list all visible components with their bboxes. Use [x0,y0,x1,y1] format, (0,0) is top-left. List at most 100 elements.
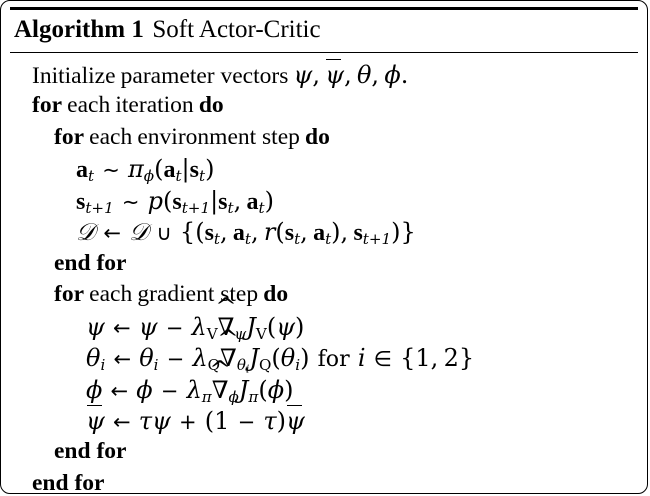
each-text: each [89,123,133,150]
keyword-for: for [54,281,85,307]
symbol-psi-bar: ψ [86,405,105,438]
vector-s: s [172,188,182,215]
paren-close: ) [331,218,341,246]
paren-close: ) [276,407,287,435]
symbol-comma: , [340,218,349,246]
symbol-i: i [357,344,366,372]
subscript-t-plus-1: t+1 [85,198,114,217]
algorithm-line-sample-action: at∼πϕ(at|st) [10,153,638,185]
operator-union: ∪ [156,221,172,245]
brace-close: } [400,218,416,246]
subscript-t: t [294,230,301,249]
algorithm-caption-rule [10,51,638,53]
symbol-comma: , [233,186,242,215]
paren-open: ( [154,155,164,183]
paren-open: ( [266,312,277,341]
operator-sim: ∼ [102,158,120,182]
algorithm-caption-label: Algorithm 1 [14,16,144,43]
symbol-psi-bar: ψ [286,405,305,438]
paren-close: ) [264,186,274,215]
subscript-t: t [227,198,234,217]
symbol-period: . [400,60,409,89]
algorithm-line-update-target-psi: ψ←τψ+(1−τ)ψ [10,405,638,436]
symbol-p: p [147,186,163,215]
subscript-t: t [213,230,220,249]
vector-a: a [313,220,326,246]
gradient-step-text: gradient step [137,281,259,307]
each-text: each [89,281,133,307]
subscript-t: t [175,167,182,186]
initialize-keyword: Initialize [32,62,116,89]
keyword-end-for: end for [32,469,105,494]
subscript-t: t [258,198,265,217]
symbol-theta: θ [356,60,372,89]
subscript-Q: Q [259,356,272,375]
symbol-J: J [238,375,249,404]
symbol-theta: θ [86,344,101,372]
symbol-cal-d: 𝒟 [76,218,96,246]
vector-a: a [246,188,259,215]
symbol-psi: ψ [152,407,171,435]
operator-leftarrow: ← [113,347,132,371]
subscript-i: i [295,356,301,375]
algorithm-caption-title: Soft Actor-Critic [152,16,321,43]
subscript-t-plus-1: t+1 [362,230,392,249]
vector-a: a [163,157,176,183]
symbol-theta: θ [280,344,296,372]
number-one: 1 [214,407,230,435]
paren-close: ) [391,218,401,246]
symbol-phi: ϕ [136,375,153,404]
subscript-pi: π [248,387,259,406]
keyword-do: do [198,92,224,118]
operator-sim: ∼ [121,189,140,214]
environment-step-text: environment step [137,123,300,150]
vector-s: s [189,157,199,183]
subscript-phi: ϕ [143,167,155,186]
vector-s: s [76,188,86,215]
number-two: 2 [443,344,459,372]
vector-s: s [353,220,363,246]
subscript-t: t [88,167,95,186]
symbol-comma: , [300,218,308,246]
subscript-theta-i: θi [236,356,250,376]
subscript-t: t [198,167,206,186]
operator-minus: − [237,410,256,434]
paren-open: ( [275,218,285,246]
paren-open: ( [163,186,173,215]
symbol-theta: θ [139,344,154,372]
brace-open: { [400,344,416,372]
subscript-V: V [255,324,267,343]
subscript-V: V [206,324,218,343]
operator-leftarrow: ← [110,378,129,403]
symbol-J: J [249,344,260,372]
brace-close: } [458,344,475,372]
symbol-psi: ψ [138,312,158,341]
operator-leftarrow: ← [103,221,121,245]
keyword-for: for [32,92,63,118]
algorithm-line-end-for-iteration: end for [10,468,638,494]
symbol-lambda: λ [191,312,207,341]
keyword-do: do [305,123,330,150]
algorithm-caption: Algorithm 1 Soft Actor-Critic [10,10,638,52]
subscript-psi: ψ [234,324,247,343]
keyword-for: for [54,123,85,150]
symbol-psi-bar: ψ [325,58,344,92]
paren-open: ( [258,375,268,404]
symbol-phi: ϕ [267,375,285,404]
brace-open: { [179,218,196,246]
paren-close: ) [205,155,215,183]
symbol-J: J [246,312,256,341]
keyword-end-for: end for [54,438,127,464]
symbol-psi: ψ [276,312,296,341]
parameter-vectors-text: parameter vectors [120,62,289,89]
symbol-r: r [263,218,276,246]
symbol-tau: τ [263,407,277,435]
vector-a: a [232,220,245,246]
paren-open: ( [271,344,281,372]
